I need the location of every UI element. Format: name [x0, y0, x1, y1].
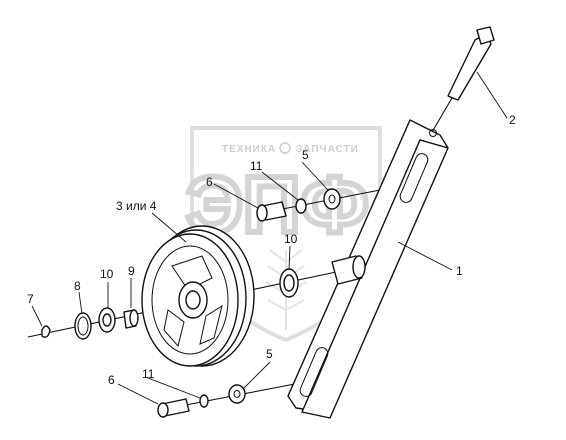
bracket-lower-slot	[299, 347, 329, 397]
pulley-spoke-window-3	[199, 304, 223, 345]
retaining-clip-part-7	[41, 325, 51, 338]
lower-washer-part-5	[228, 384, 246, 404]
upper-lock-washer	[295, 198, 307, 214]
bushing-part-9	[123, 309, 139, 329]
bearing-left-inner	[102, 313, 112, 327]
bushing-end	[129, 309, 139, 327]
callout-11-top: 11	[250, 159, 263, 173]
lower-bolt-part-6	[157, 398, 190, 418]
pulley-bore	[185, 290, 201, 310]
callout-7: 7	[27, 292, 34, 306]
callout-11-bottom: 11	[142, 367, 155, 381]
bracket-upper-slot	[399, 153, 429, 203]
watermark-gear-icon	[279, 142, 291, 154]
lower-lock-washer	[199, 394, 209, 408]
long-bolt-axis	[431, 97, 453, 133]
long-bolt-part-2	[431, 26, 495, 133]
callout-5-top: 5	[302, 148, 309, 162]
leader-6-bottom	[117, 383, 159, 405]
leader-10-mid	[288, 245, 291, 271]
callout-6-bottom: 6	[108, 373, 115, 387]
snap-ring-inner	[77, 316, 89, 336]
callout-3-or-4: 3 или 4	[116, 199, 157, 213]
pulley-inner-rim	[151, 245, 229, 355]
leader-7	[31, 305, 43, 327]
clip-body	[41, 325, 51, 338]
callout-8: 8	[74, 279, 81, 293]
leader-5-top	[301, 161, 329, 191]
spacer-end	[352, 255, 366, 279]
leader-11-top	[261, 171, 299, 201]
spacer-sleeve	[331, 255, 366, 285]
callout-9: 9	[128, 264, 135, 278]
callout-10-mid: 10	[284, 232, 298, 246]
long-bolt-head	[476, 26, 495, 45]
leader-1	[397, 241, 453, 271]
leader-lines	[31, 71, 508, 405]
callout-5-bottom: 5	[266, 347, 273, 361]
upper-washer-outer	[323, 188, 341, 210]
bracket-plate	[301, 139, 449, 419]
leader-5-bottom	[243, 361, 271, 389]
leader-6-top	[213, 183, 259, 209]
lower-lock-washer-part-11	[199, 394, 209, 408]
snap-ring-part-8	[74, 312, 92, 340]
leader-3	[151, 212, 187, 243]
upper-washer-hole	[328, 194, 336, 204]
pulley-part-3-or-4	[141, 225, 255, 367]
lower-bolt-head	[157, 402, 169, 418]
bearing-left-part-10	[98, 307, 116, 333]
bearing-mid-inner	[283, 274, 295, 292]
watermark-text-left: ТЕХНИКА	[222, 144, 276, 155]
callout-1: 1	[456, 264, 463, 278]
bracket-part-1	[287, 119, 449, 419]
lower-washer-outer	[228, 384, 246, 404]
callout-2: 2	[509, 113, 516, 127]
lower-washer-hole	[233, 390, 241, 398]
callout-labels: 1 2 3 или 4 5 5 6 6 7 8 9 10 10 11 11	[27, 113, 516, 387]
leader-2	[476, 71, 508, 119]
bearing-mid-part-10	[279, 268, 299, 298]
upper-bolt-head	[256, 204, 268, 222]
leader-8	[78, 291, 83, 315]
upper-washer-part-5	[323, 188, 341, 210]
callout-10-left: 10	[100, 267, 114, 281]
upper-bolt-part-6	[256, 201, 287, 222]
long-bolt-shank	[447, 33, 492, 101]
watermark-text-right: ЗАПЧАСТИ	[296, 144, 359, 155]
pulley-spoke-window-2	[163, 309, 185, 348]
leader-11-bottom	[147, 377, 201, 399]
callout-6-top: 6	[206, 175, 213, 189]
upper-lock-washer-part-11	[295, 198, 307, 214]
pulley-spoke-window-1	[171, 255, 213, 291]
